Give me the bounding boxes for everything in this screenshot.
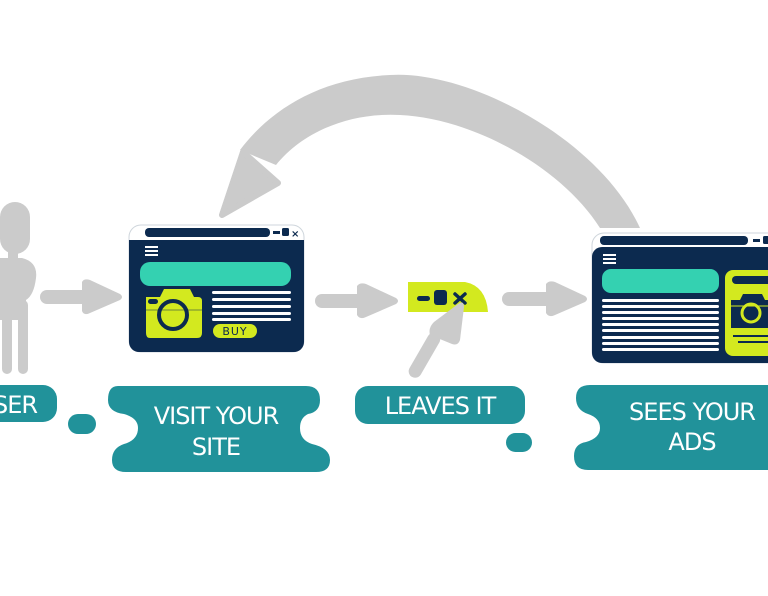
- return-arrow-body: [240, 74, 640, 228]
- label-user: SER: [0, 385, 96, 434]
- arrow-site-to-leaves: [315, 283, 398, 319]
- maximize-icon: [434, 290, 447, 305]
- label-visit-line1: VISIT YOUR: [154, 402, 279, 430]
- article-text-lines: [602, 299, 719, 351]
- buy-button-label: BUY: [222, 325, 247, 338]
- ads-window: [591, 232, 768, 364]
- cursor-arrow: [408, 302, 464, 378]
- site-window: × BUY: [128, 224, 305, 353]
- label-leaves-text: LEAVES IT: [385, 392, 497, 420]
- minimize-icon: [273, 231, 280, 234]
- arrow-leaves-to-ads: [502, 281, 587, 317]
- camera-icon: [731, 294, 768, 328]
- return-arrow-head: [219, 149, 281, 218]
- close-bar: [408, 282, 488, 312]
- menu-icon: [145, 246, 158, 256]
- product-description-lines: [212, 291, 291, 321]
- ad-banner[interactable]: [725, 270, 768, 356]
- label-ads-line2: ADS: [668, 428, 715, 456]
- decorative-blob: [68, 414, 96, 434]
- decorative-blob: [506, 433, 532, 452]
- arrow-user-to-site: [40, 279, 122, 315]
- maximize-icon: [763, 236, 768, 244]
- camera-icon: [146, 289, 202, 338]
- label-ads-line1: SEES YOUR: [629, 398, 755, 426]
- banner: [602, 269, 719, 293]
- close-icon: ×: [291, 229, 299, 240]
- minimize-icon: [417, 296, 430, 301]
- label-leaves-it: LEAVES IT: [355, 386, 532, 452]
- return-arrow: [219, 74, 640, 228]
- user-figure-icon: [0, 202, 37, 374]
- menu-icon: [603, 254, 616, 264]
- label-visit-line2: SITE: [192, 433, 240, 461]
- buy-button[interactable]: BUY: [213, 324, 257, 338]
- minimize-icon: [753, 239, 760, 242]
- label-visit-your-site: VISIT YOUR SITE: [108, 386, 330, 472]
- address-bar: [600, 236, 748, 245]
- label-sees-your-ads: SEES YOUR ADS: [574, 385, 768, 470]
- banner: [140, 262, 291, 286]
- address-bar: [145, 228, 270, 237]
- maximize-icon: [282, 228, 289, 236]
- label-user-text: SER: [0, 391, 37, 419]
- close-icon: [453, 292, 467, 305]
